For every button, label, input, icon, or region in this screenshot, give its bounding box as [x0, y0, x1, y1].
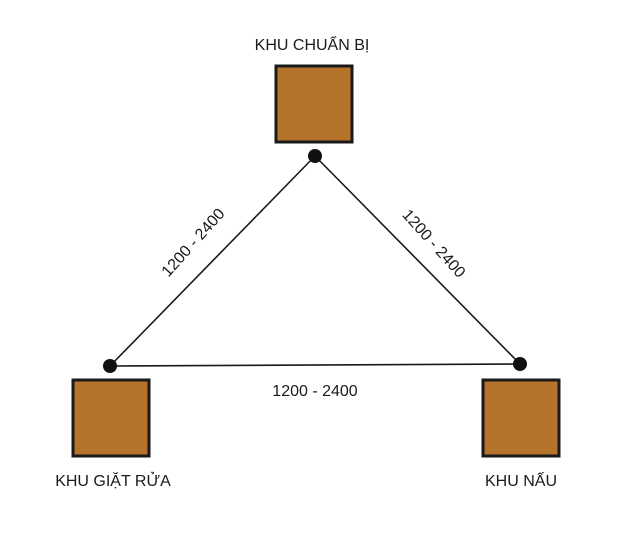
zone-label-wash: KHU GIẶT RỬA [55, 471, 171, 490]
distance-label-prep-cook: 1200 - 2400 [398, 207, 468, 282]
node-wash [103, 359, 117, 373]
zone-box-cook [481, 378, 561, 458]
edge-prep-wash [109, 155, 316, 367]
node-prep [308, 149, 322, 163]
edge-prep-cook [314, 155, 521, 365]
zone-label-cook: KHU NẤU [485, 471, 557, 490]
edge-wash-cook [109, 363, 521, 367]
distance-label-prep-wash: 1200 - 2400 [159, 205, 229, 280]
zone-box-prep [274, 64, 354, 144]
node-cook [513, 357, 527, 371]
zone-label-prep: KHU CHUẨN BỊ [255, 35, 370, 54]
zone-box-wash [71, 378, 151, 458]
distance-label-wash-cook: 1200 - 2400 [272, 383, 358, 400]
